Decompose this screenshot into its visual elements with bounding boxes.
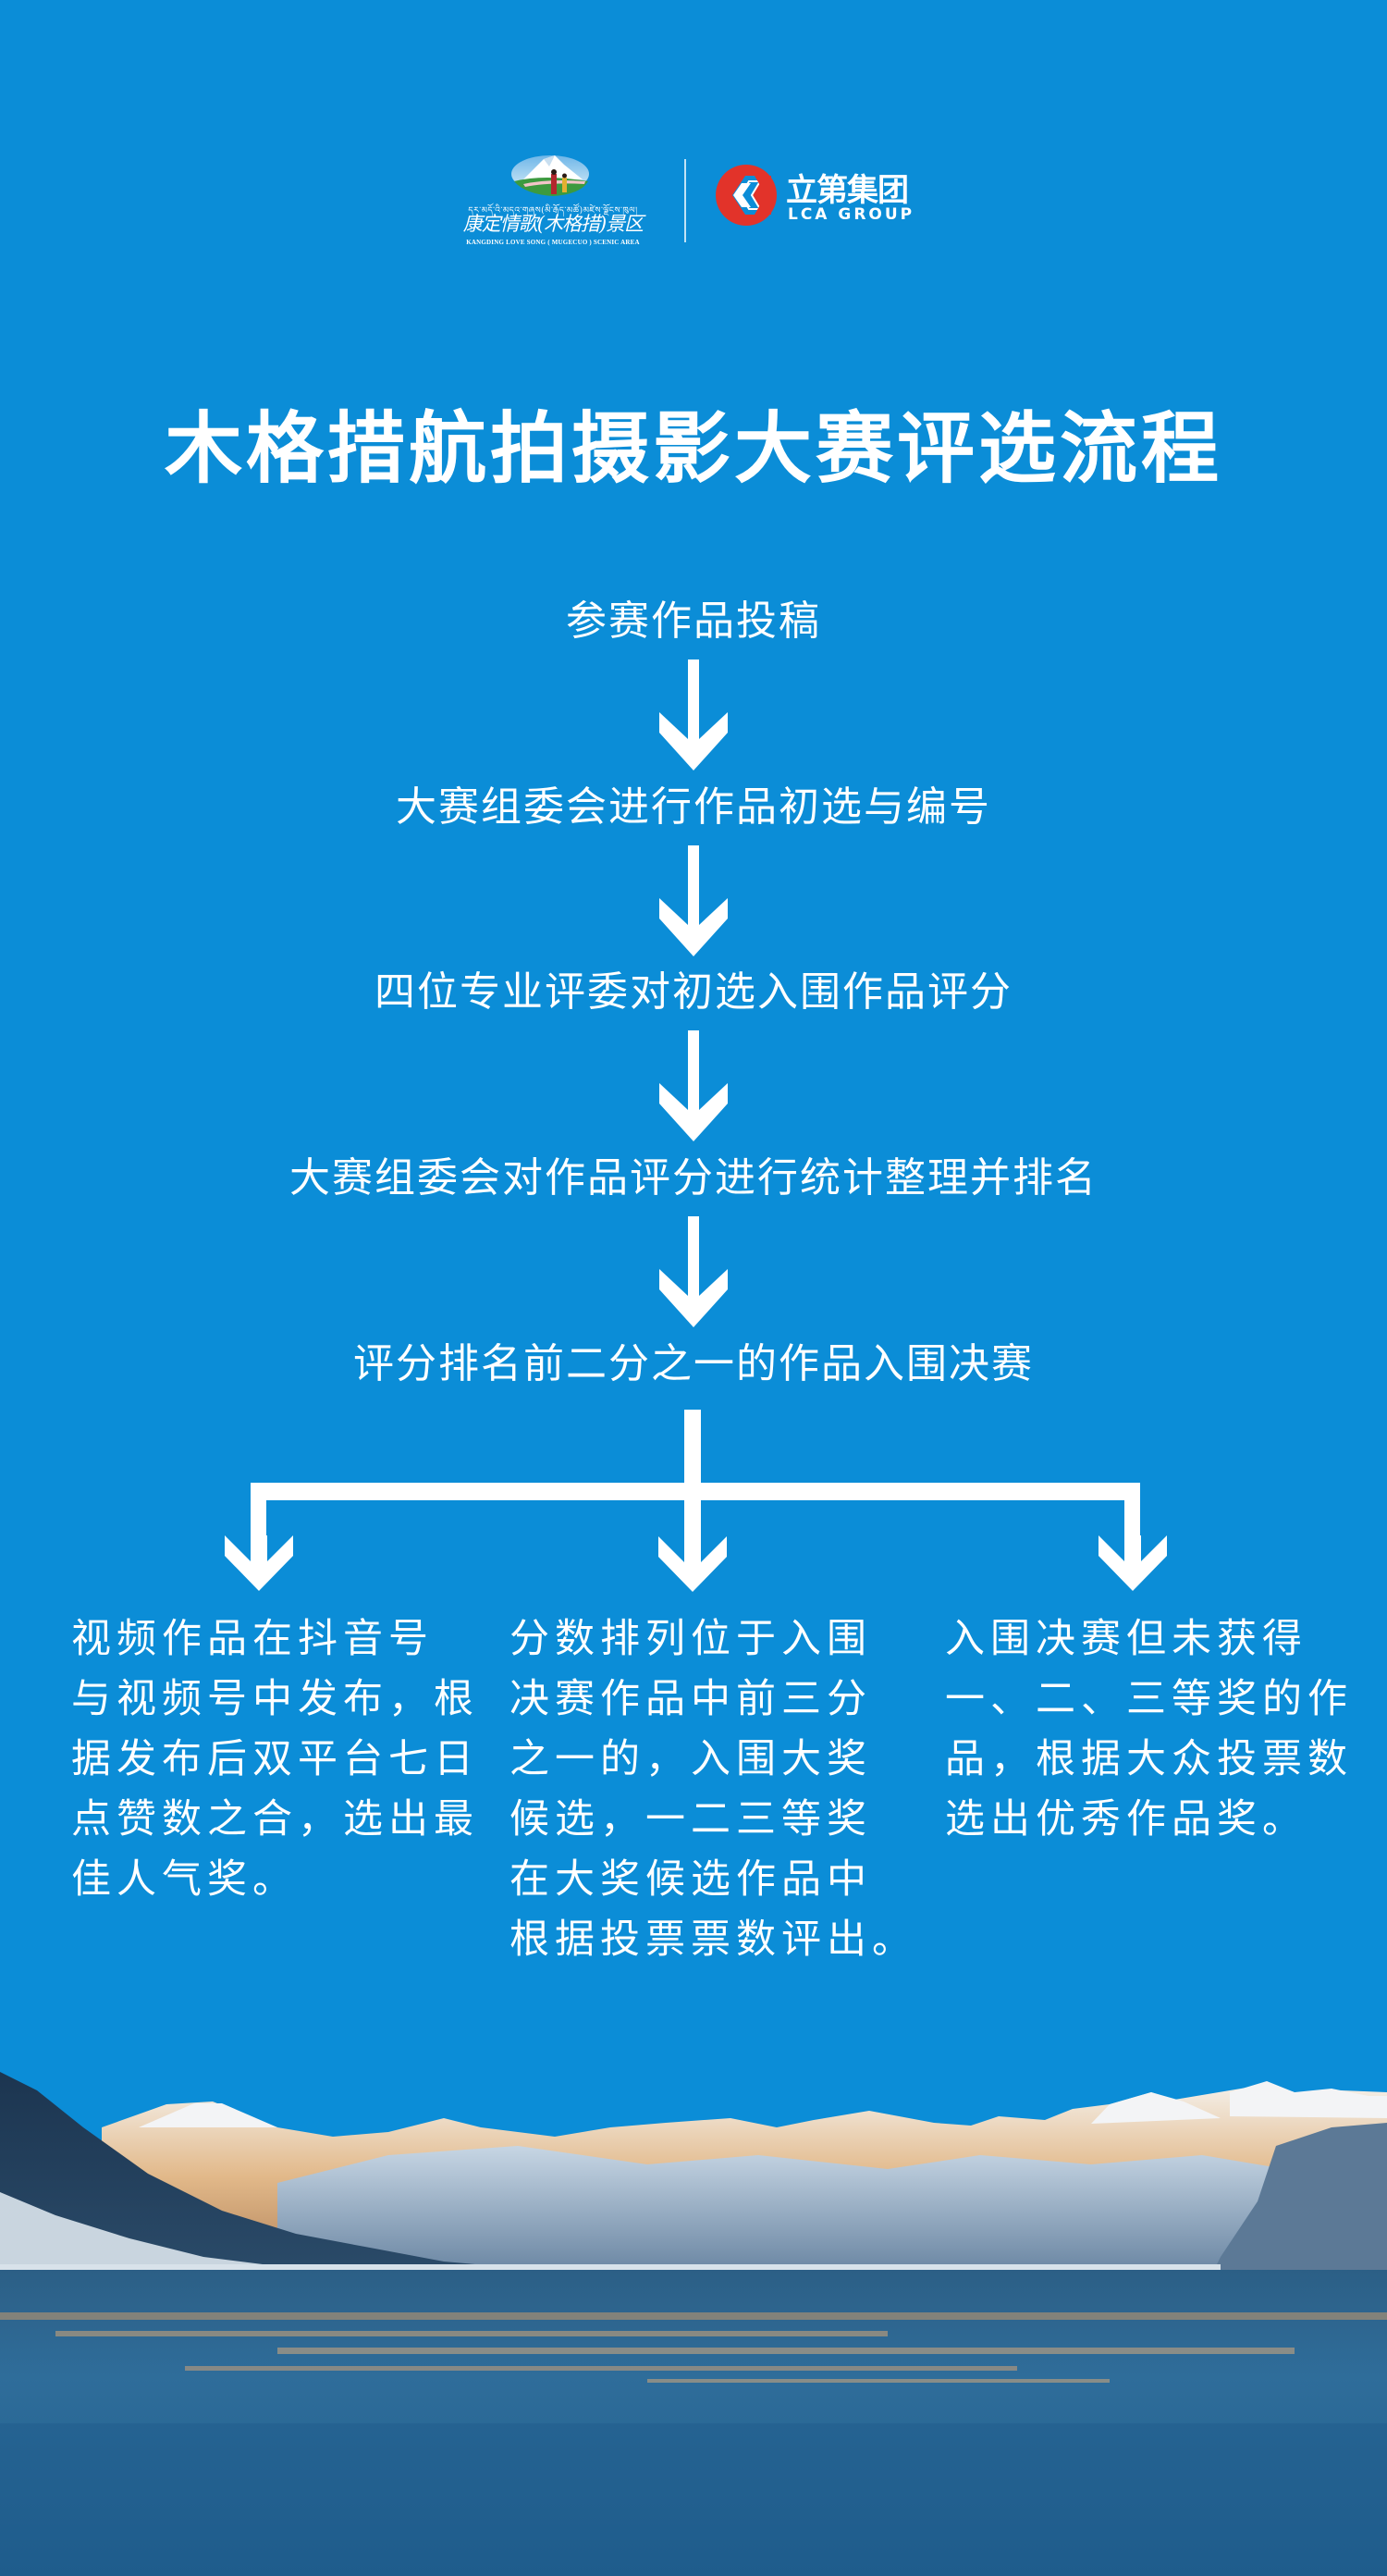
- branch-popularity-award: 视频作品在抖音号 与视频号中发布，根 据发布后双平台七日 点赞数之合，选出最 佳…: [71, 1609, 479, 1910]
- branch-line: 决赛作品中前三分: [509, 1676, 872, 1722]
- flow-step-2: 大赛组委会进行作品初选与编号: [396, 783, 991, 831]
- scenic-area-logo: དར་མདོ་འི་མདའ་གཞས(མི་རྒོད་མཚོ)མཛེས་ལྗོངས…: [460, 154, 645, 250]
- scenic-tibetan-text: དར་མདོ་འི་མདའ་གཞས(མི་རྒོད་མཚོ)མཛེས་ལྗོངས…: [468, 206, 638, 216]
- down-arrow-icon: [659, 1216, 728, 1327]
- down-arrow-icon: [659, 845, 728, 956]
- connector-crossbar: [251, 1483, 1140, 1500]
- scenic-chinese-name: 康定情歌(木格措)景区: [462, 213, 644, 235]
- branch-line: 分数排列位于入围: [509, 1616, 872, 1662]
- down-arrow-icon: [659, 1030, 728, 1141]
- branch-line: 选出优秀作品奖。: [945, 1796, 1307, 1843]
- branch-line: 一、二、三等奖的作: [945, 1676, 1353, 1722]
- down-arrow-icon: [659, 659, 728, 770]
- down-arrow-icon: [1099, 1535, 1167, 1591]
- branch-excellence-award: 入围决赛但未获得 一、二、三等奖的作 品，根据大众投票数 选出优秀作品奖。: [945, 1609, 1353, 1850]
- branch-line: 视频作品在抖音号: [71, 1616, 434, 1662]
- flow-step-5: 评分排名前二分之一的作品入围决赛: [353, 1340, 1034, 1387]
- branch-line: 之一的，入围大奖: [509, 1736, 872, 1782]
- branch-line: 品，根据大众投票数: [945, 1736, 1353, 1782]
- branch-grand-prize: 分数排列位于入围 决赛作品中前三分 之一的，入围大奖 候选，一二三等奖 在大奖候…: [509, 1609, 917, 1970]
- branch-line: 与视频号中发布，根: [71, 1676, 479, 1722]
- lake-mountain-photo: [0, 2072, 1387, 2576]
- branch-line: 候选，一二三等奖: [509, 1796, 872, 1843]
- branch-line: 根据投票票数评出。: [509, 1917, 917, 1963]
- branch-line: 佳人气奖。: [71, 1856, 298, 1903]
- branch-line: 点赞数之合，选出最: [71, 1796, 479, 1843]
- page-title: 木格措航拍摄影大赛评选流程: [164, 403, 1222, 494]
- flow-step-4: 大赛组委会对作品评分进行统计整理并排名: [289, 1154, 1098, 1202]
- branch-line: 据发布后双平台七日: [71, 1736, 479, 1782]
- lca-group-logo: 立第集团 LCA GROUP: [714, 163, 936, 229]
- down-arrow-icon: [658, 1536, 727, 1592]
- branch-line: 入围决赛但未获得: [945, 1616, 1307, 1662]
- scenic-english-name: KANGDING LOVE SONG ( MUGECUO ) SCENIC AR…: [466, 239, 640, 246]
- mountain-dancers-emblem-icon: [511, 155, 589, 196]
- lca-chinese-name: 立第集团: [786, 172, 909, 209]
- branch-line: 在大奖候选作品中: [509, 1856, 872, 1903]
- flow-step-3: 四位专业评委对初选入围作品评分: [374, 968, 1013, 1016]
- flow-step-1: 参赛作品投稿: [566, 598, 821, 645]
- logo-divider: [684, 159, 686, 242]
- lca-red-circle-mark-icon: [716, 165, 777, 226]
- lca-english-name: LCA GROUP: [788, 205, 915, 224]
- down-arrow-icon: [225, 1535, 293, 1591]
